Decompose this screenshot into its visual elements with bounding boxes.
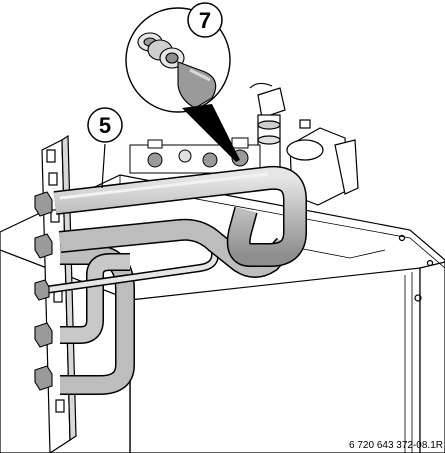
hex-nut [34,322,53,348]
document-code: 6 720 643 372-08.1R [349,440,443,451]
fitting-detail-magnified [137,32,217,109]
pump-motor [286,119,359,206]
callout-7-label: 7 [199,8,211,33]
hex-nut [34,365,53,391]
mounting-hole [414,294,422,302]
hex-nut [34,191,53,217]
detail-magnifier [125,7,240,162]
hex-nut [34,279,50,301]
tube-end-nuts [34,191,53,391]
callout-5-label: 5 [99,113,111,138]
callout-5: 5 [87,107,123,189]
tube-assembly [44,165,307,395]
callout-7: 7 [187,2,223,38]
callout-5-leader [101,143,106,189]
magnifier-leader [182,104,240,162]
hex-nut [34,233,53,259]
cabinet-side-panel [419,261,445,453]
mounting-hole [426,259,434,267]
fitting-row [129,137,261,174]
mounting-hole [398,234,406,242]
cabinet-front-panel [129,267,421,453]
